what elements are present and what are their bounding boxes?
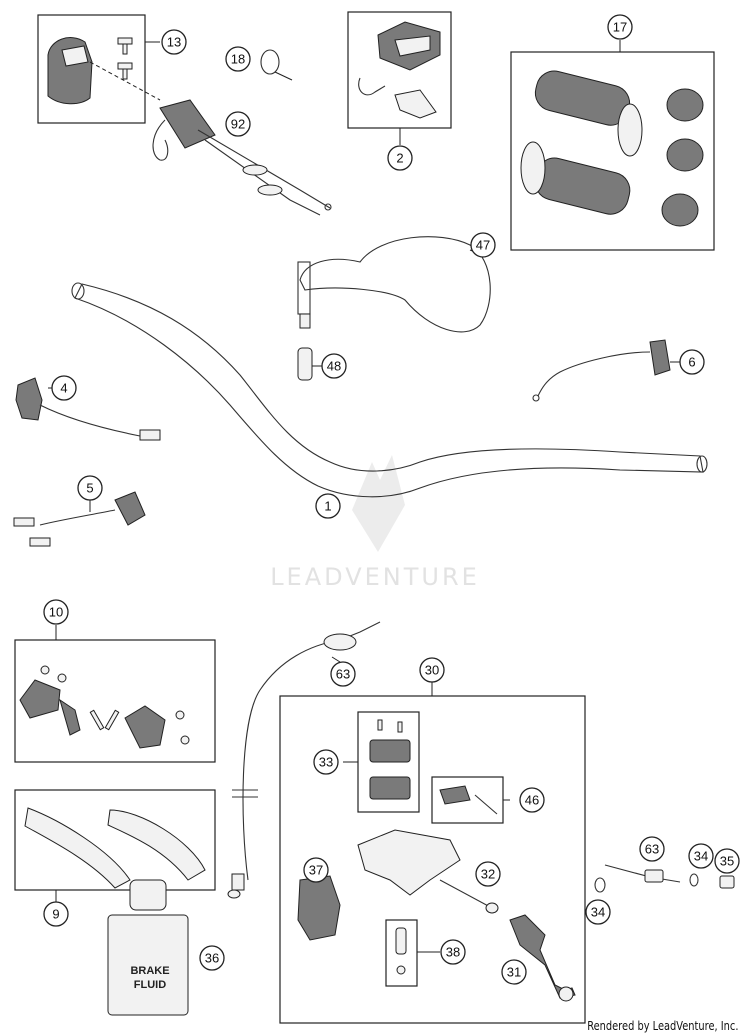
svg-text:48: 48 xyxy=(327,359,341,374)
svg-text:2: 2 xyxy=(396,151,403,166)
svg-text:32: 32 xyxy=(481,867,495,882)
svg-text:37: 37 xyxy=(309,863,323,878)
callout-33: 33 xyxy=(313,749,339,775)
kill-switch-part[interactable] xyxy=(15,377,161,441)
callout-9: 9 xyxy=(43,901,69,927)
clutch-hose-part[interactable] xyxy=(227,621,381,899)
svg-text:36: 36 xyxy=(205,951,219,966)
callout-4: 4 xyxy=(51,375,77,401)
watermark-text: LEADVENTURE xyxy=(270,563,480,591)
callout-5: 5 xyxy=(77,475,103,501)
callout-34-upper: 34 xyxy=(688,843,714,869)
callout-63-lower: 63 xyxy=(639,836,665,862)
svg-text:63: 63 xyxy=(336,667,350,682)
handlebar-part[interactable] xyxy=(71,282,708,498)
callout-13: 13 xyxy=(161,29,187,55)
svg-text:35: 35 xyxy=(720,854,734,869)
svg-text:63: 63 xyxy=(645,842,659,857)
brake-fluid-label-line2: FLUID xyxy=(134,979,166,991)
clutch-line-fittings[interactable] xyxy=(594,864,735,893)
svg-text:1: 1 xyxy=(324,499,331,514)
callout-48: 48 xyxy=(321,353,347,379)
grip-set-group[interactable] xyxy=(510,40,715,251)
hand-guards-group[interactable] xyxy=(14,789,216,902)
callout-18: 18 xyxy=(225,46,251,72)
svg-text:30: 30 xyxy=(425,663,439,678)
callout-17: 17 xyxy=(607,14,633,40)
callout-38: 38 xyxy=(440,939,466,965)
cable-tie-part[interactable] xyxy=(260,49,293,81)
callout-92: 92 xyxy=(225,111,251,137)
svg-text:17: 17 xyxy=(613,20,627,35)
svg-text:33: 33 xyxy=(319,755,333,770)
callout-35: 35 xyxy=(714,848,740,874)
svg-text:38: 38 xyxy=(446,945,460,960)
callout-63-upper: 63 xyxy=(330,661,356,687)
brake-fluid-container[interactable]: BRAKE FLUID xyxy=(107,879,189,1016)
svg-text:34: 34 xyxy=(591,905,605,920)
callout-1: 1 xyxy=(315,493,341,519)
brake-fluid-label-line1: BRAKE xyxy=(130,965,169,977)
svg-text:31: 31 xyxy=(507,965,521,980)
svg-text:47: 47 xyxy=(476,238,490,253)
callout-37: 37 xyxy=(303,857,329,883)
callout-47: 47 xyxy=(470,232,496,258)
hand-guard-mount-group[interactable] xyxy=(14,625,216,763)
throttle-cable-set[interactable] xyxy=(152,99,332,216)
footer-credit: Rendered by LeadVenture, Inc. xyxy=(586,1019,738,1033)
callout-10: 10 xyxy=(43,599,69,625)
callout-34-lower: 34 xyxy=(585,899,611,925)
switch-cover-group[interactable] xyxy=(37,14,161,124)
svg-text:18: 18 xyxy=(231,52,245,67)
callout-36: 36 xyxy=(199,945,225,971)
callout-32: 32 xyxy=(475,861,501,887)
svg-text:10: 10 xyxy=(49,605,63,620)
callout-6: 6 xyxy=(679,349,705,375)
svg-text:9: 9 xyxy=(52,907,59,922)
svg-text:92: 92 xyxy=(231,117,245,132)
svg-text:5: 5 xyxy=(86,481,93,496)
start-switch-part[interactable] xyxy=(13,491,146,547)
svg-text:6: 6 xyxy=(688,355,695,370)
callout-2: 2 xyxy=(387,145,413,171)
mirror-part[interactable] xyxy=(297,236,491,333)
switch-housing-group[interactable] xyxy=(347,11,452,145)
svg-text:4: 4 xyxy=(60,381,67,396)
svg-text:34: 34 xyxy=(694,849,708,864)
right-switch-part[interactable] xyxy=(532,339,680,402)
callout-46: 46 xyxy=(519,787,545,813)
svg-text:46: 46 xyxy=(525,793,539,808)
clutch-master-cylinder-group[interactable] xyxy=(279,682,586,1024)
callout-30: 30 xyxy=(419,657,445,683)
callout-31: 31 xyxy=(501,959,527,985)
svg-text:13: 13 xyxy=(167,35,181,50)
leadventure-watermark: LEADVENTURE xyxy=(270,455,480,591)
mirror-adapter-part[interactable] xyxy=(297,347,322,381)
